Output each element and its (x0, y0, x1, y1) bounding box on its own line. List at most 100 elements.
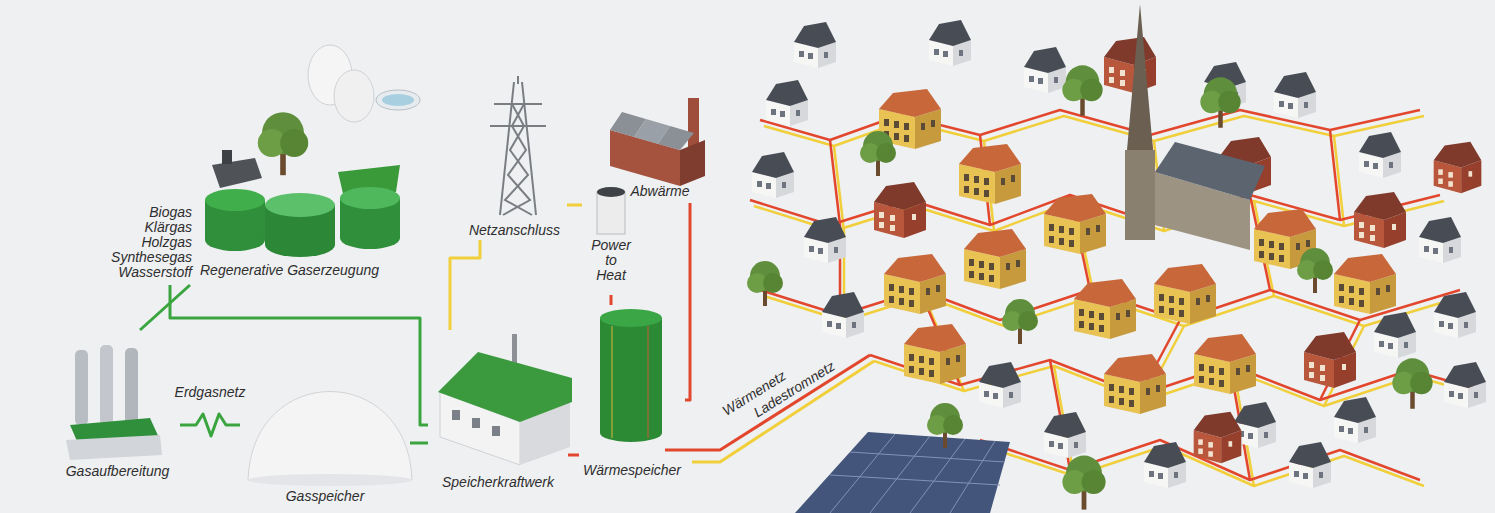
pipe-connector (610, 295, 613, 305)
solar-panel-part-part (950, 441, 995, 513)
factory-building-part (658, 126, 694, 150)
town-houses-part (1334, 254, 1396, 314)
solar-panel-part-part (830, 475, 1000, 485)
gas-plant-illustration (205, 45, 420, 257)
heat-storage-tank-part (648, 326, 649, 438)
power-to-heat-unit-part (597, 187, 625, 197)
trees-part (1392, 358, 1432, 408)
town-houses-part (1334, 397, 1376, 443)
pipe-connector (450, 240, 480, 330)
trees-part (1200, 77, 1240, 127)
facility-label: Speicherkraftwerk (442, 474, 554, 490)
town-houses-part (1359, 132, 1401, 178)
gas-storage-dome (248, 392, 412, 487)
facility-node: Wärmespeicher (579, 305, 685, 485)
gas-treatment-illustration-part (75, 350, 88, 425)
power-plant-building-part (452, 410, 500, 436)
heat-storage-tank-part (600, 424, 662, 442)
pipe-connector (140, 285, 190, 330)
town-houses-part (822, 292, 864, 338)
trees-part (1297, 248, 1333, 293)
town-houses-part (929, 20, 971, 66)
facility-label: Wärmespeicher (583, 462, 681, 478)
town-houses-part (804, 217, 846, 263)
church-part (1127, 4, 1153, 150)
pipe-connector (180, 414, 240, 436)
facility-label: Abwärme (630, 183, 689, 199)
town-houses-part (904, 324, 966, 384)
facility-label: Gasaufbereitung (66, 463, 170, 479)
town-houses-part (1194, 334, 1256, 394)
gas-plant-illustration-part (265, 193, 335, 217)
town-houses-part (874, 182, 926, 238)
facility-label: Gasspeicher (286, 488, 365, 504)
solar-panel (795, 432, 1010, 513)
pipe-connector (170, 285, 428, 425)
town-houses-part (1074, 279, 1136, 339)
town-houses-part (1354, 192, 1406, 248)
solar-panel-part-part (870, 436, 930, 513)
power-plant-building-part-part (492, 426, 500, 436)
town-houses-part (1194, 412, 1242, 463)
trees-part (747, 261, 783, 306)
town-houses-part (766, 80, 808, 126)
heat-storage-tank-part (600, 318, 662, 433)
gas-plant-illustration-part (376, 90, 420, 110)
gas-storage-dome-part (248, 392, 412, 481)
gas-plant-illustration-part (382, 94, 414, 106)
solar-panel-part-part (830, 434, 895, 513)
power-plant-building-part (438, 352, 572, 422)
trees-part (1002, 299, 1038, 344)
trees (747, 65, 1433, 509)
town-houses-part (1419, 217, 1461, 263)
town-houses-part (1024, 47, 1066, 93)
facility-label: Regenerative Gaserzeugung (200, 262, 379, 278)
solar-panel-part-part (850, 452, 1005, 462)
solar-panel-part (830, 434, 1005, 513)
power-pylon-part (494, 103, 542, 105)
gas-plant-illustration-part (258, 112, 308, 175)
gas-plant-illustration-part (205, 229, 265, 251)
trees-part (927, 403, 963, 448)
town-houses-part (1304, 332, 1356, 388)
power-pylon-part (490, 125, 546, 127)
pipe-connector (567, 204, 582, 207)
town-houses-part (959, 144, 1021, 204)
town-houses-part (1434, 292, 1476, 338)
gas-plant-illustration-part (340, 187, 400, 209)
town-houses-part (794, 22, 836, 68)
town-houses-part (964, 229, 1026, 289)
gas-treatment-illustration (66, 345, 162, 460)
facility-node: Netzanschluss (462, 72, 567, 240)
town-houses-part (1444, 362, 1486, 408)
town-houses-part (979, 362, 1021, 408)
town-houses-part (1434, 142, 1482, 193)
power-pylon (490, 76, 546, 215)
gas-plant-illustration-part (205, 189, 265, 211)
power-plant-building (438, 334, 572, 465)
gas-treatment-illustration-part (100, 345, 113, 425)
town-houses-part (1044, 412, 1086, 458)
facility-label: Power to Heat (591, 238, 631, 283)
connector-label: Erdgasnetz (172, 384, 249, 400)
factory-building (610, 98, 705, 186)
charging-grid (754, 116, 1484, 486)
town-houses-part (1289, 442, 1331, 488)
power-plant-building-part-part (472, 418, 480, 428)
gas-treatment-illustration-part (66, 435, 162, 460)
town-houses (752, 20, 1486, 488)
facility-node: Abwärme (600, 88, 720, 203)
factory-building-part (688, 98, 699, 150)
trees-part (1062, 456, 1105, 510)
facility-label: Biogas Klärgas Holzgas Synthesegas Wasse… (111, 205, 192, 280)
power-plant-building-part (512, 334, 517, 366)
town-houses-part (1104, 354, 1166, 414)
town-houses-part (752, 152, 794, 198)
trees-part (1062, 65, 1102, 115)
power-to-heat-unit-part (597, 192, 625, 234)
church-part (1125, 150, 1155, 240)
power-to-heat-unit (597, 187, 625, 234)
solar-panel-part (795, 432, 1010, 513)
